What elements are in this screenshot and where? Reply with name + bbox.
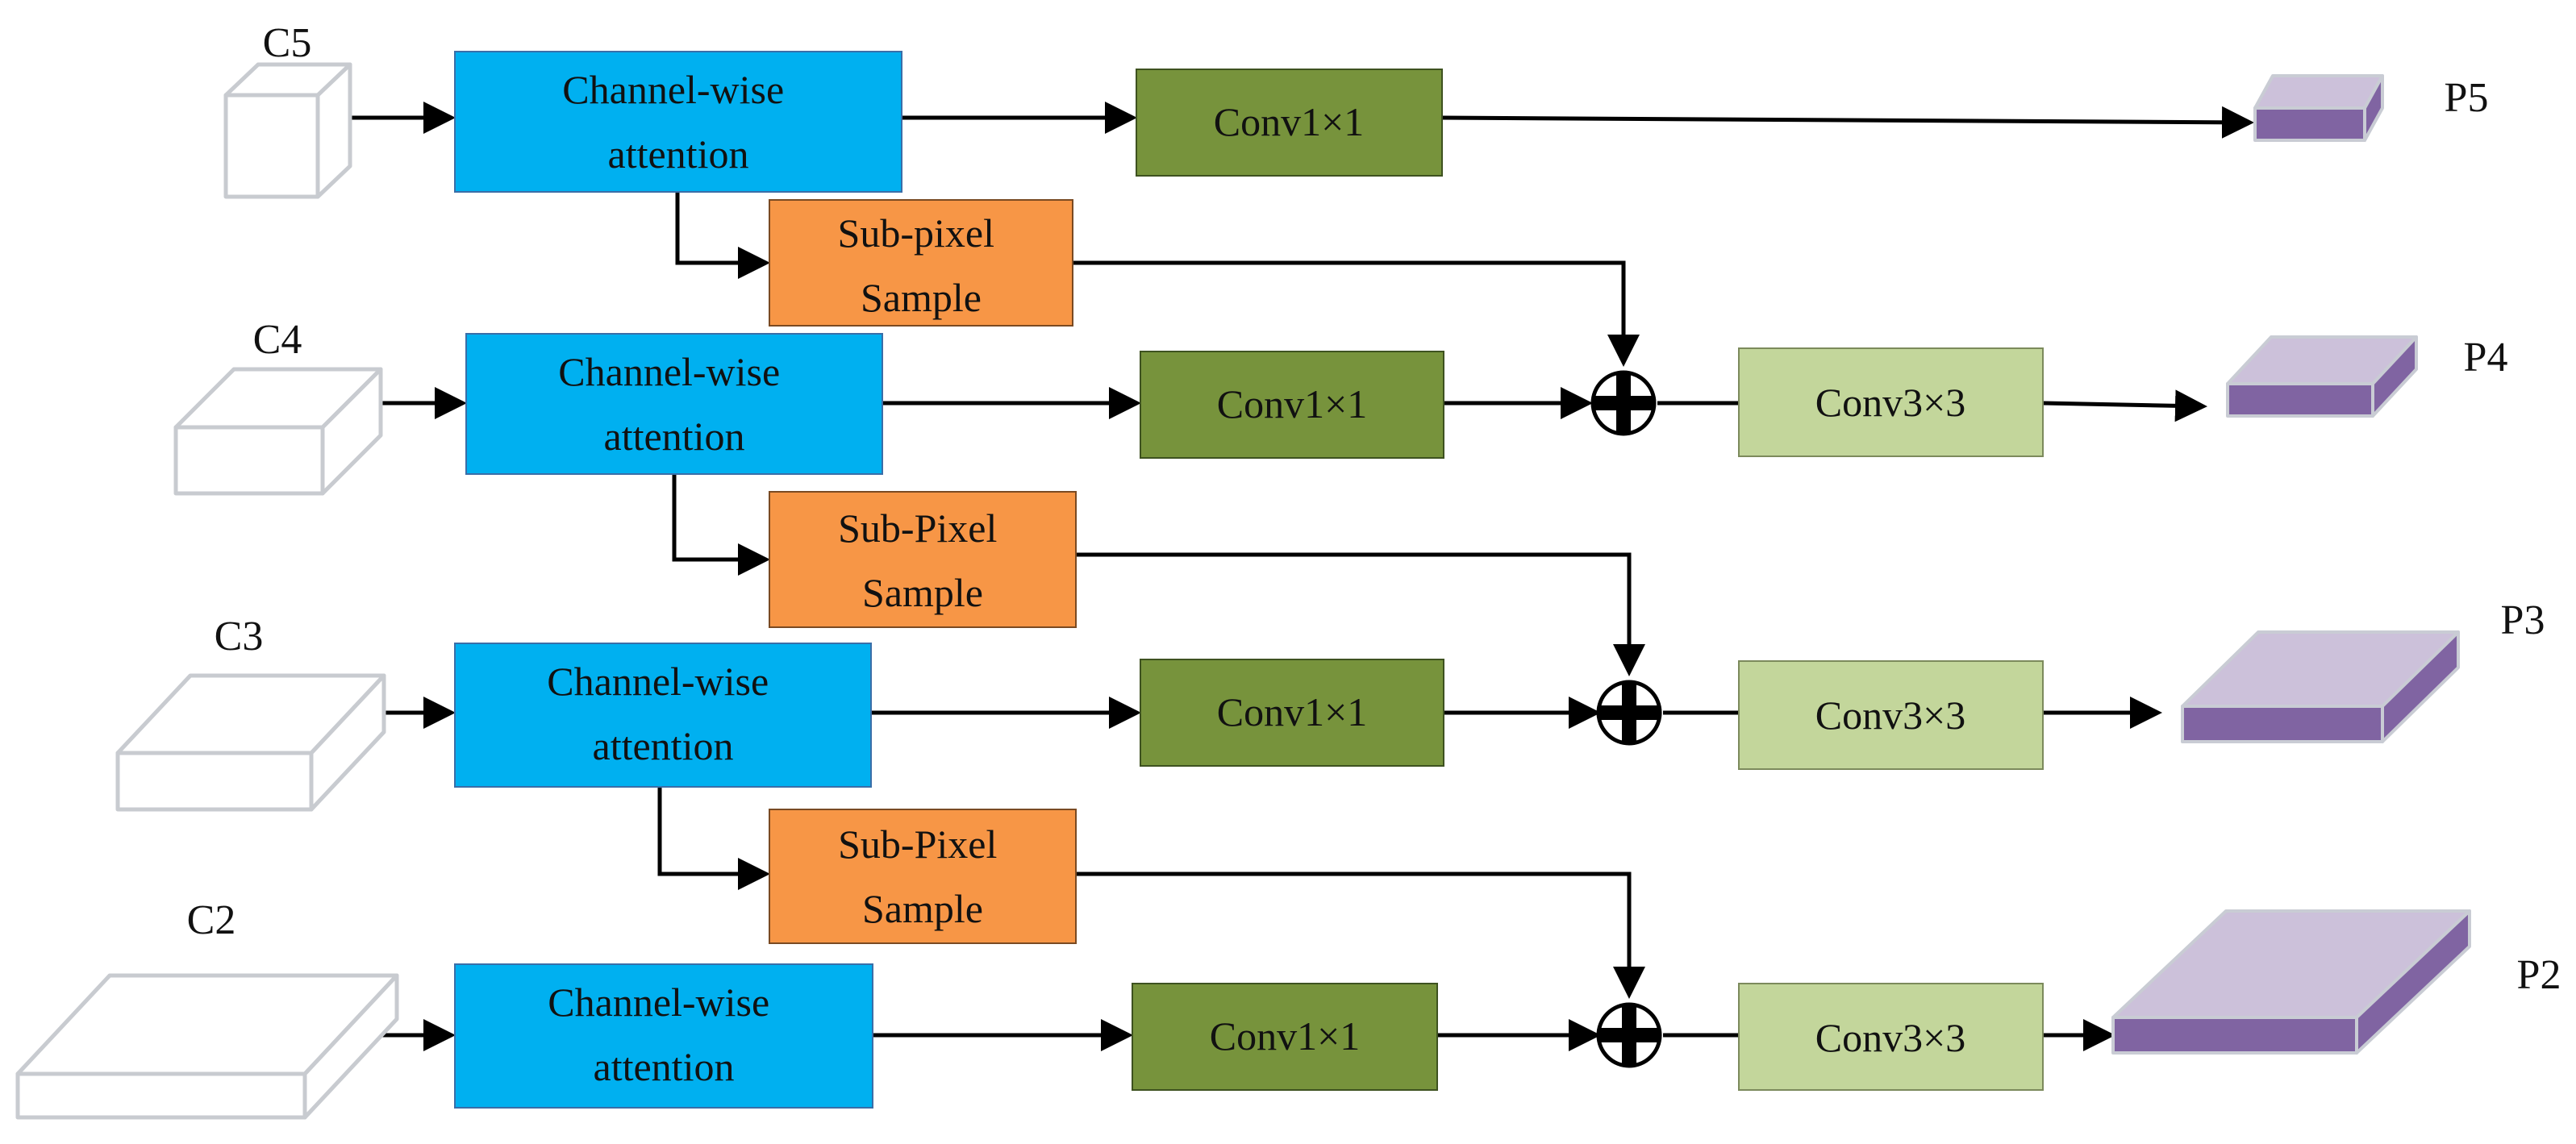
conv3x3-label-row4: Conv3×3 <box>1815 1015 1966 1060</box>
input-label-c3: C3 <box>215 614 264 659</box>
output-label-p3: P3 <box>2501 597 2545 643</box>
output-label-p5: P5 <box>2445 75 2489 121</box>
arrow-attention-to-subpixel-row1 <box>675 191 770 279</box>
conv1x1-label-row2: Conv1×1 <box>1217 381 1368 426</box>
arrow-subpixel2-to-sum-row3 <box>1076 552 1645 676</box>
conv1x1-block-row3: Conv1×1 <box>1140 659 1444 767</box>
output-p3-box-icon <box>2181 630 2460 743</box>
subpixel-label-row1: Sub-pixel Sample <box>838 210 1005 320</box>
output-p4-box-icon <box>2226 335 2418 418</box>
input-c3-cube-icon <box>115 673 386 812</box>
sum-node-row4-plus-icon <box>1596 1002 1662 1068</box>
arrow-subpixel1-to-sum-row2 <box>1073 260 1640 367</box>
conv3x3-blocks: Conv3×3 Conv3×3 Conv3×3 <box>1738 347 2044 1091</box>
attention-label-row4: Channel-wise attention <box>548 980 779 1089</box>
connectors <box>348 102 2254 1051</box>
output-label-p2: P2 <box>2517 952 2561 998</box>
conv1x1-label-row1: Conv1×1 <box>1214 99 1365 144</box>
subpixel-blocks: Sub-pixel Sample Sub-Pixel Sample Sub-Pi… <box>769 199 1077 944</box>
attention-block-row3: Channel-wise attention <box>454 643 872 788</box>
subpixel-label-row2: Sub-Pixel Sample <box>838 505 1007 615</box>
output-p2-box-icon <box>2111 909 2471 1055</box>
input-c4-cube-icon <box>173 367 383 496</box>
sum-node-row2-plus-icon <box>1590 370 1657 436</box>
input-label-c2: C2 <box>187 897 236 943</box>
conv1x1-block-row1: Conv1×1 <box>1136 69 1443 177</box>
arrow-subpixel3-to-sum-row4 <box>1076 872 1645 999</box>
subpixel-block-row2: Sub-Pixel Sample <box>769 491 1077 628</box>
arrow-attention-to-subpixel-row2 <box>672 474 770 576</box>
conv3x3-block-row2: Conv3×3 <box>1738 347 2044 457</box>
input-label-c5: C5 <box>263 20 312 66</box>
input-feature-maps: C5 C4 C3 C2 <box>15 20 399 1120</box>
conv3x3-block-row3: Conv3×3 <box>1738 660 2044 770</box>
subpixel-label-row3: Sub-Pixel Sample <box>838 822 1007 931</box>
conv1x1-block-row2: Conv1×1 <box>1140 351 1444 459</box>
conv1x1-label-row4: Conv1×1 <box>1210 1013 1361 1059</box>
input-c5-cube-icon <box>223 62 352 199</box>
sum-nodes <box>1590 370 1662 1068</box>
conv1x1-block-row4: Conv1×1 <box>1132 983 1438 1091</box>
output-label-p4: P4 <box>2464 335 2508 381</box>
sum-node-row3-plus-icon <box>1596 680 1662 746</box>
subpixel-block-row3: Sub-Pixel Sample <box>769 809 1077 944</box>
subpixel-block-row1: Sub-pixel Sample <box>769 199 1073 327</box>
input-c2-cube-icon <box>15 973 399 1120</box>
output-feature-maps: P5 P4 P3 P2 <box>2111 74 2561 1055</box>
conv1x1-blocks: Conv1×1 Conv1×1 Conv1×1 Conv1×1 <box>1132 69 1444 1091</box>
output-p5-box-icon <box>2253 74 2384 142</box>
attention-label-row2: Channel-wise attention <box>558 349 790 459</box>
attention-block-row4: Channel-wise attention <box>454 963 873 1109</box>
arrow-attention-to-subpixel-row3 <box>657 787 770 890</box>
conv3x3-label-row2: Conv3×3 <box>1815 380 1966 425</box>
arrow-conv3-to-p4 <box>2042 389 2207 422</box>
attention-label-row1: Channel-wise attention <box>562 67 794 177</box>
arrow-conv1-to-p5 <box>1441 106 2254 139</box>
conv3x3-block-row4: Conv3×3 <box>1738 983 2044 1091</box>
attention-block-row1: Channel-wise attention <box>454 51 902 193</box>
attention-blocks: Channel-wise attention Channel-wise atte… <box>454 51 902 1109</box>
attention-block-row2: Channel-wise attention <box>465 333 883 475</box>
conv3x3-label-row3: Conv3×3 <box>1815 693 1966 738</box>
attention-label-row3: Channel-wise attention <box>547 659 778 768</box>
input-label-c4: C4 <box>253 317 302 363</box>
conv1x1-label-row3: Conv1×1 <box>1217 689 1368 734</box>
